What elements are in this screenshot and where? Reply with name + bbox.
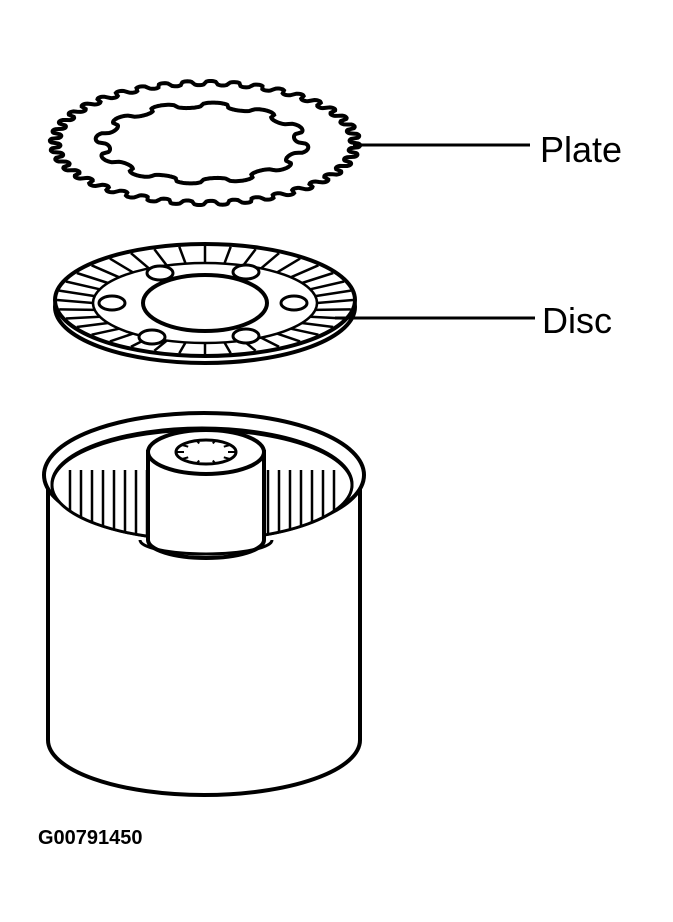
disc-segment-line [178, 341, 187, 354]
disc-segment-line [223, 246, 232, 265]
disc-segment-line [301, 271, 334, 285]
disc-segment-line [290, 327, 319, 336]
disc-segment-line [315, 289, 351, 298]
disc-segment-line [91, 327, 120, 336]
disc-segment-line [260, 252, 280, 270]
clutch-drum [42, 411, 366, 797]
disc-segment-line [242, 248, 257, 267]
disc-segment-line [153, 248, 168, 267]
hub-spline-tooth [212, 459, 217, 465]
disc [53, 242, 357, 365]
disc-segment-line [76, 271, 109, 285]
hub-spline-tooth [195, 439, 200, 445]
disc-segment-line [223, 341, 232, 354]
disc-segment-line [109, 332, 134, 343]
disc-segment-line [109, 257, 134, 274]
disc-segment-line [76, 321, 109, 329]
disc-segment-line [65, 315, 100, 320]
plate-inner-splines [93, 100, 311, 186]
hub-spline-tooth [181, 456, 189, 461]
disc-segment-line [130, 252, 150, 270]
plate-label: Plate [540, 129, 623, 170]
disc-segment-line [301, 321, 334, 329]
plate [47, 79, 363, 207]
disc-segment-line [59, 308, 95, 312]
disc-segment-line [65, 280, 101, 291]
disc-segment-line [315, 308, 351, 312]
disc-segment-line [178, 246, 187, 265]
disc-segment-line [276, 332, 301, 343]
disc-segment-line [260, 336, 280, 348]
disc-segment-line [290, 264, 319, 279]
disc-label: Disc [542, 300, 612, 341]
hub-spline-tooth [195, 459, 200, 465]
leader-lines [335, 143, 535, 320]
disc-segment-line [276, 257, 301, 274]
disc-segment-line [309, 280, 345, 291]
figure-code: G00791450 [38, 827, 143, 849]
disc-segment-line [59, 289, 95, 298]
disc-segment-line [91, 264, 120, 279]
hub-spline-tooth [212, 439, 217, 445]
hub-spline-tooth [223, 443, 231, 448]
hub-spline-tooth [223, 456, 231, 461]
disc-segment-line [316, 298, 354, 305]
disc-segment-line [153, 339, 168, 352]
disc-segment-line [56, 298, 94, 305]
hub-spline-tooth [181, 443, 189, 448]
